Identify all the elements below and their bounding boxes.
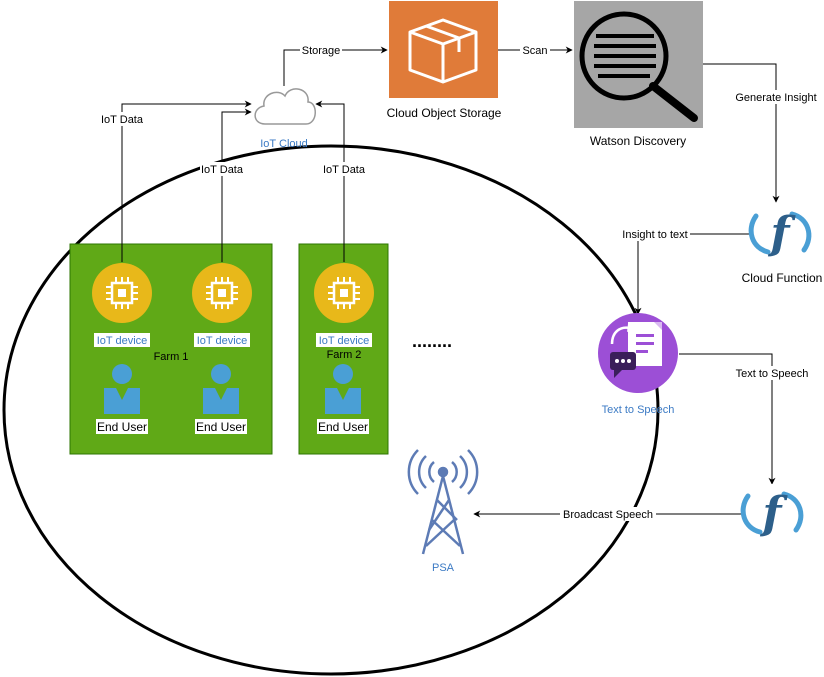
chip-icon — [92, 263, 152, 323]
edge-text-to-speech — [679, 353, 776, 485]
text-to-speech-icon — [598, 313, 678, 393]
edge-iot-data-3 — [315, 100, 345, 262]
region-circle — [2, 144, 660, 676]
edge-label-generate-insight: Generate Insight — [735, 92, 816, 104]
chip-icon — [314, 263, 374, 323]
iot-device-label: IoT device — [197, 335, 248, 347]
user-icon — [325, 364, 361, 414]
edge-generate-insight — [703, 63, 780, 203]
iot-cloud-label: IoT Cloud — [260, 138, 308, 150]
edge-storage — [283, 46, 388, 86]
antenna-tower-icon — [407, 449, 479, 555]
object-storage-icon — [389, 1, 498, 98]
end-user-label: End User — [318, 420, 368, 434]
cloud-function-label: Cloud Function — [742, 271, 823, 285]
edge-label-scan: Scan — [522, 45, 547, 57]
edge-label-storage: Storage — [302, 45, 341, 57]
iot-device-label: IoT device — [97, 335, 148, 347]
edge-label-iot-data-1: IoT Data — [101, 114, 144, 126]
psa-label: PSA — [432, 562, 455, 574]
edge-insight-to-text — [634, 233, 751, 315]
edge-label-text-to-speech: Text to Speech — [736, 368, 809, 380]
edge-label-insight-to-text: Insight to text — [622, 229, 687, 241]
end-user-label: End User — [196, 420, 246, 434]
chip-icon — [192, 263, 252, 323]
edge-iot-data-2 — [221, 108, 252, 262]
cloud-icon — [254, 88, 316, 125]
edge-iot-data-1 — [121, 100, 252, 262]
more-farms-ellipsis: ........ — [412, 331, 452, 351]
tts-label: Text to Speech — [602, 404, 675, 416]
iot-device-label: IoT device — [319, 335, 370, 347]
farm2-label: Farm 2 — [327, 349, 362, 361]
end-user-label: End User — [97, 420, 147, 434]
cos-label: Cloud Object Storage — [387, 106, 502, 120]
edge-label-iot-data-2: IoT Data — [201, 164, 244, 176]
edge-label-iot-data-3: IoT Data — [323, 164, 366, 176]
function-icon: f — [740, 484, 804, 542]
farm1-label: Farm 1 — [154, 351, 189, 363]
function-icon: f — [748, 204, 812, 262]
user-icon — [104, 364, 140, 414]
magnifier-icon — [574, 1, 703, 128]
watson-label: Watson Discovery — [590, 134, 686, 148]
edge-label-broadcast-speech: Broadcast Speech — [563, 509, 653, 521]
user-icon — [203, 364, 239, 414]
